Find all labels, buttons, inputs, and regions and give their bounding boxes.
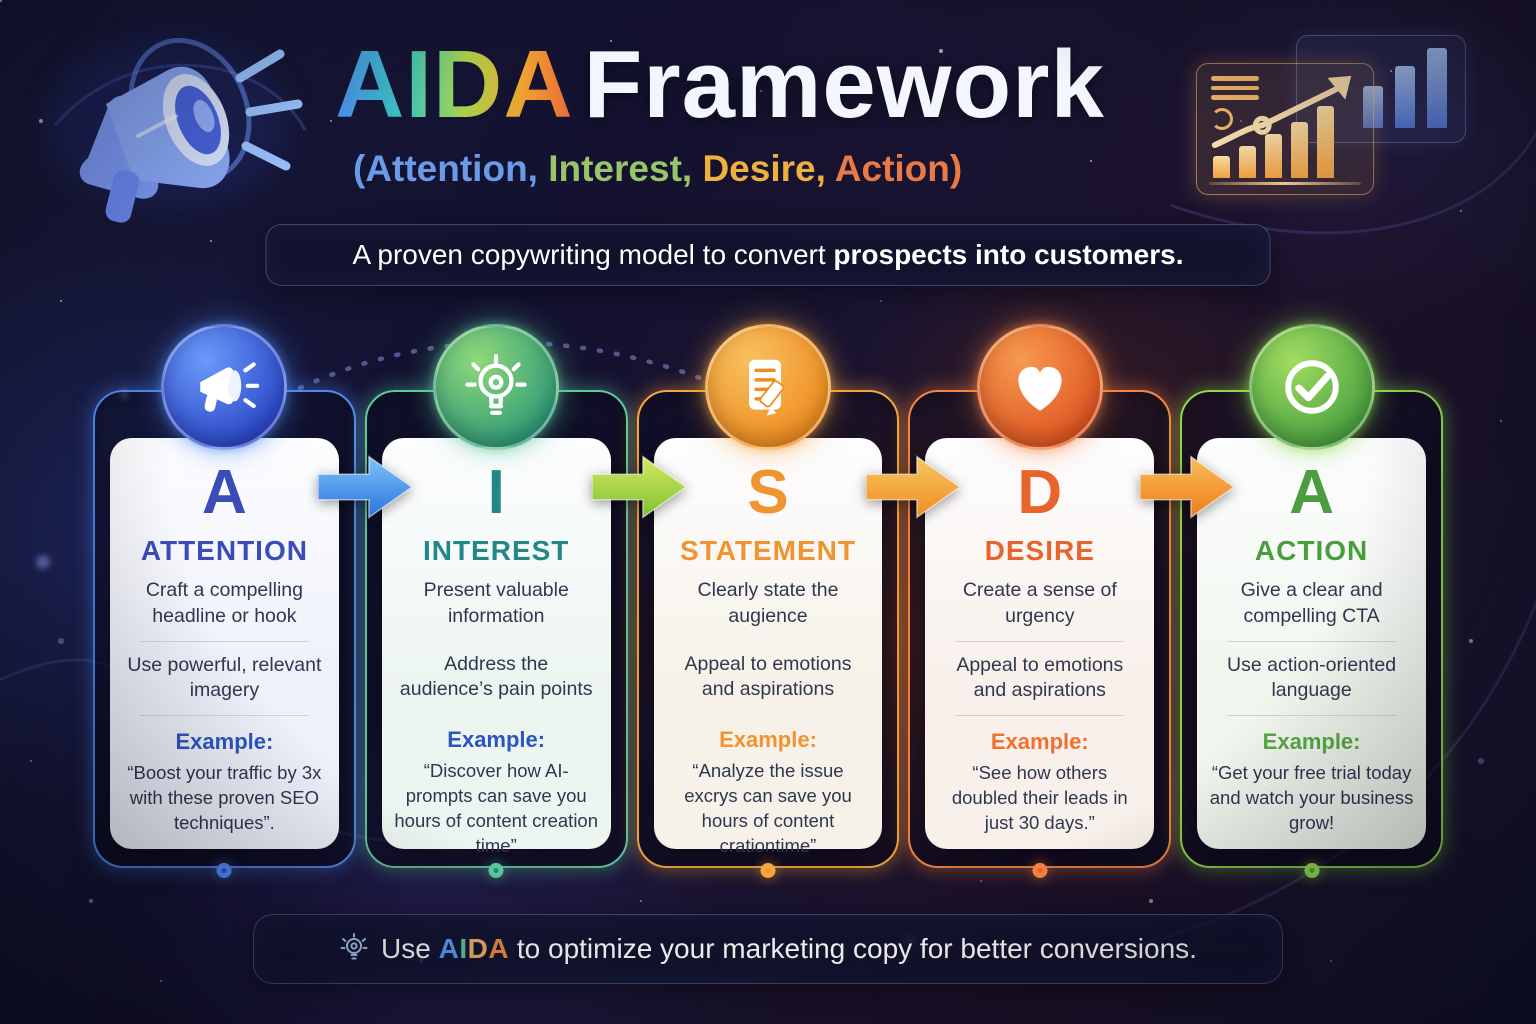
divider <box>955 715 1125 717</box>
divider <box>140 715 309 717</box>
divider <box>955 640 1125 642</box>
divider <box>1227 715 1396 717</box>
footer-banner: Use AIDA to optimize your marketing copy… <box>253 914 1283 984</box>
subtitle-interest: Interest, <box>537 148 693 189</box>
card-point-2: Appeal to emotions and aspirations <box>956 653 1124 702</box>
card-point-2: Use powerful, relevant imagery <box>127 653 322 702</box>
arrow-right-icon <box>592 455 686 519</box>
card-letter: A <box>202 458 247 527</box>
arrow-right-icon <box>1140 455 1234 519</box>
subtitle-action: Action) <box>825 148 963 189</box>
example-label: Example: <box>990 729 1089 755</box>
panel-dot <box>760 863 776 878</box>
footer-aida-a2: A <box>488 933 510 964</box>
panel-dot <box>488 863 504 878</box>
footer-text: Use AIDA to optimize your marketing copy… <box>381 933 1197 964</box>
card-title: ACTION <box>1254 535 1369 567</box>
divider <box>1227 640 1396 642</box>
card-title: INTEREST <box>422 535 570 567</box>
card-title: ATTENTION <box>140 535 308 567</box>
bar-chart-panels <box>1196 25 1466 205</box>
panel-dot <box>1032 863 1048 878</box>
card-body: I INTEREST Present valuable information … <box>381 438 611 856</box>
example-text: “Discover how AI-prompts can save you ho… <box>394 760 599 856</box>
card-attention: A ATTENTION Craft a compelling headline … <box>93 324 356 878</box>
card-title: DESIRE <box>984 535 1095 567</box>
panel-dot <box>216 863 232 878</box>
card-point-2: Address the audience’s pain points <box>399 652 593 701</box>
card-letter: S <box>747 458 789 527</box>
divider <box>140 640 309 642</box>
megaphone-illustration <box>48 37 303 223</box>
intro-banner-text: A proven copywriting model to convert pr… <box>352 239 1184 270</box>
star-field <box>0 0 2 2</box>
example-label: Example: <box>719 727 817 753</box>
card-point-1: Craft a compelling headline or hook <box>145 579 303 627</box>
card-letter: A <box>1289 458 1334 527</box>
card-title: STATEMENT <box>680 535 856 567</box>
subtitle-desire: Desire, <box>692 148 826 189</box>
card-body: S STATEMENT Clearly state the augience A… <box>653 438 883 856</box>
footer-aida-d: D <box>467 933 489 964</box>
title-framework: Framework <box>583 31 1105 138</box>
lightbulb-icon <box>340 933 368 960</box>
heart-icon <box>976 324 1103 450</box>
card-body: A ATTENTION Craft a compelling headline … <box>110 438 339 849</box>
example-text: “Get your free trial today and watch you… <box>1209 762 1414 833</box>
intro-banner: A proven copywriting model to convert pr… <box>265 224 1271 286</box>
card-point-1: Present valuable information <box>423 579 569 627</box>
megaphone-icon <box>161 324 288 450</box>
aida-cards-row: A ATTENTION Craft a compelling headline … <box>0 324 1536 878</box>
example-label: Example: <box>447 727 546 753</box>
footer-aida-i: I <box>459 933 468 964</box>
example-label: Example: <box>1262 729 1361 755</box>
arrow-right-icon <box>318 455 412 519</box>
arrow-right-icon <box>866 455 960 519</box>
card-letter: D <box>1017 458 1063 527</box>
subtitle-attention: (Attention, <box>353 148 538 189</box>
subtitle: (Attention, Interest, Desire, Action) <box>353 148 1215 190</box>
gold-trend-chart-icon <box>1196 63 1374 195</box>
card-point-2: Use action-oriented language <box>1227 653 1397 702</box>
title-aida: AIDA <box>335 31 584 138</box>
example-text: “Analyze the issue excrys can save you h… <box>684 760 852 856</box>
card-letter: I <box>487 458 505 527</box>
example-label: Example: <box>175 729 274 755</box>
check-circle-icon <box>1248 324 1375 450</box>
card-point-2: Appeal to emotions and aspirations <box>684 652 852 701</box>
example-text: “See how others doubled their leads in j… <box>951 762 1128 833</box>
card-point-1: Clearly state the augience <box>697 579 839 627</box>
panel-dot <box>1304 863 1320 878</box>
card-point-1: Give a clear and compelling CTA <box>1240 579 1383 627</box>
lightbulb-icon <box>433 324 560 450</box>
card-point-1: Create a sense of urgency <box>962 579 1117 627</box>
example-text: “Boost your traffic by 3x with these pro… <box>127 762 322 833</box>
document-pencil-icon <box>704 324 831 450</box>
footer-aida-a1: A <box>438 933 460 964</box>
